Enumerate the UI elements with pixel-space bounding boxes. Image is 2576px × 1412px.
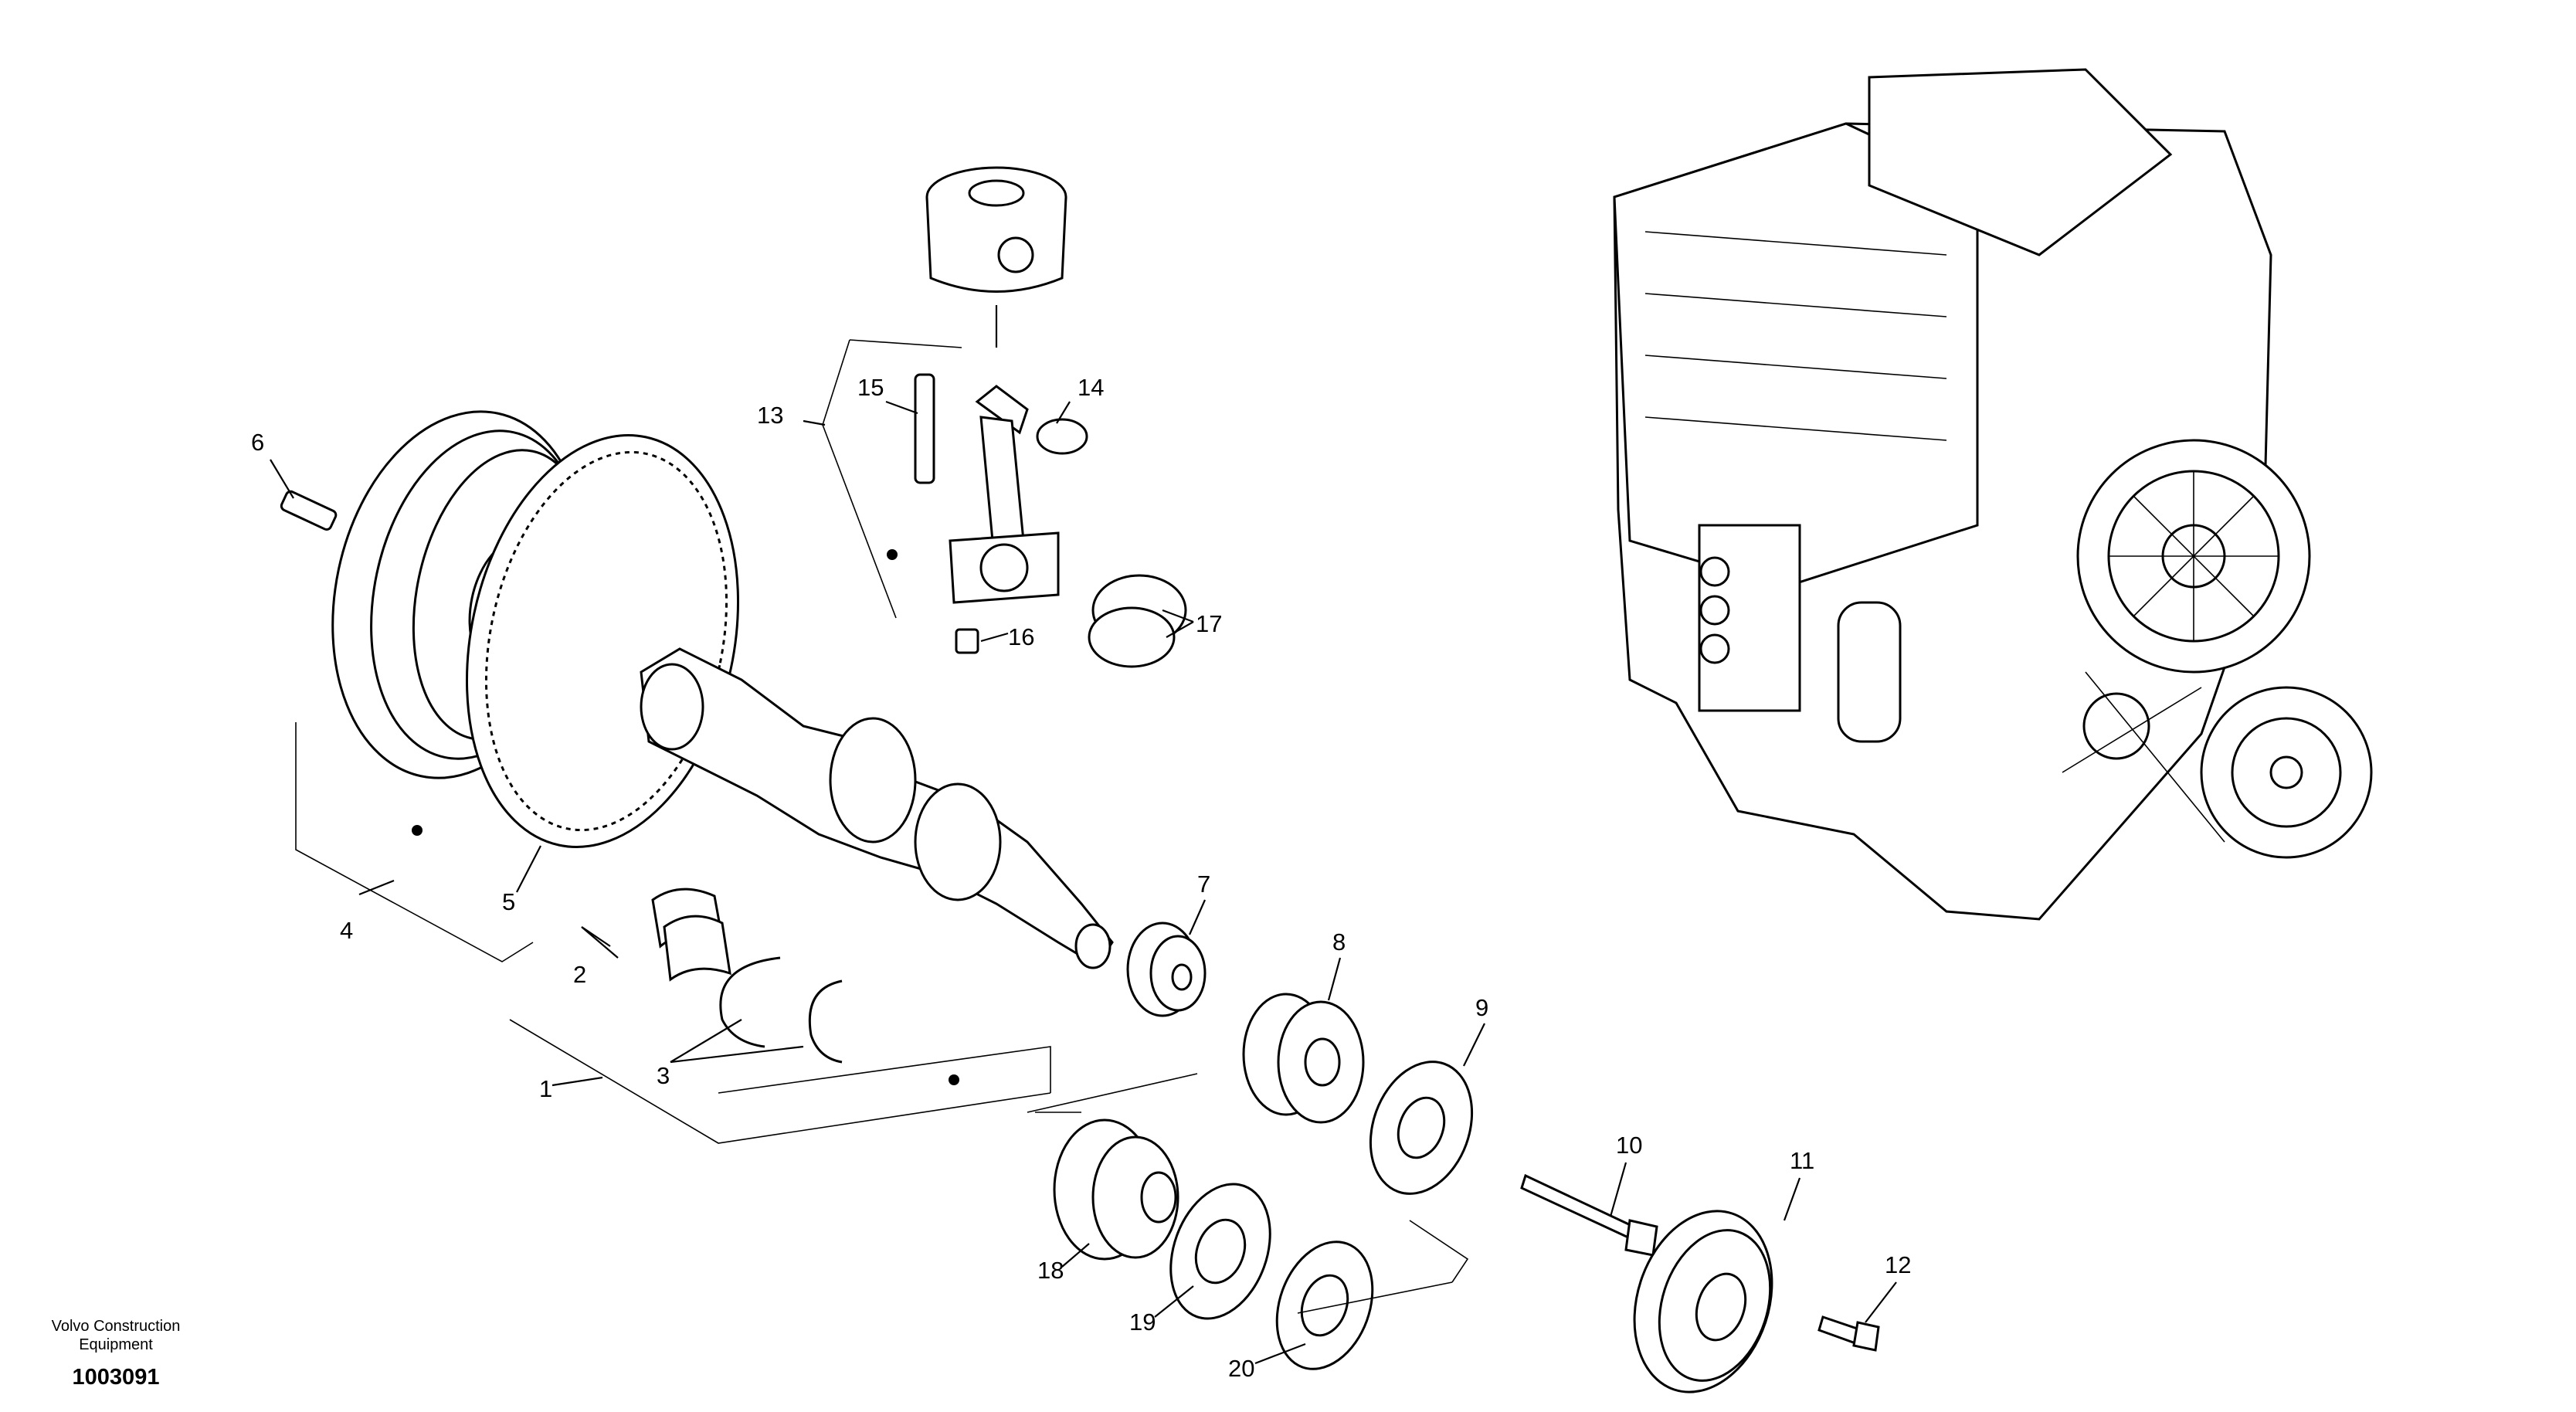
callout-14: 14 xyxy=(1078,374,1104,401)
engine-overview-illustration xyxy=(1613,68,2373,921)
callout-labels: 1 2 3 4 5 6 7 8 9 10 11 12 13 14 15 16 1… xyxy=(251,374,1911,1382)
callout-3: 3 xyxy=(657,1062,670,1089)
thrust-washers xyxy=(719,956,843,1064)
callout-6: 6 xyxy=(251,429,264,456)
center-bolt xyxy=(1520,1173,1658,1257)
main-bearing-shells xyxy=(651,888,731,982)
callout-20: 20 xyxy=(1228,1355,1254,1382)
drawing-number: 1003091 xyxy=(73,1365,160,1390)
callout-10: 10 xyxy=(1616,1132,1642,1159)
crank-pulley xyxy=(1633,1210,1773,1393)
timing-gear xyxy=(1053,1118,1179,1261)
callout-17: 17 xyxy=(1196,610,1222,637)
callout-8: 8 xyxy=(1332,928,1346,955)
callout-18: 18 xyxy=(1037,1257,1064,1284)
drive-plate xyxy=(1369,1061,1474,1195)
leader-lines xyxy=(270,400,1897,1365)
crankshaft-illustration xyxy=(640,647,1114,1085)
callout-5: 5 xyxy=(502,888,515,915)
callout-7: 7 xyxy=(1197,871,1210,898)
callout-12: 12 xyxy=(1885,1251,1911,1278)
piston-rod-group xyxy=(822,166,1187,668)
callout-1: 1 xyxy=(539,1075,552,1102)
callout-4: 4 xyxy=(340,917,353,944)
footer: Volvo Construction Equipment 1003091 xyxy=(52,1318,181,1390)
callout-19: 19 xyxy=(1129,1308,1156,1336)
pulley-bolt xyxy=(1817,1315,1880,1352)
damper-hub xyxy=(1242,993,1365,1124)
retaining-plate xyxy=(1275,1241,1374,1370)
crank-gear xyxy=(1126,922,1207,1017)
callout-16: 16 xyxy=(1008,623,1034,650)
callout-15: 15 xyxy=(857,374,884,401)
brand-line-1: Volvo Construction xyxy=(52,1318,181,1335)
callout-13: 13 xyxy=(757,402,783,429)
callout-9: 9 xyxy=(1475,994,1488,1021)
callout-11: 11 xyxy=(1790,1147,1814,1174)
spacer-plate xyxy=(1169,1183,1271,1320)
flywheel-group xyxy=(280,410,740,848)
callout-2: 2 xyxy=(573,961,586,988)
brand-line-2: Equipment xyxy=(79,1336,153,1353)
